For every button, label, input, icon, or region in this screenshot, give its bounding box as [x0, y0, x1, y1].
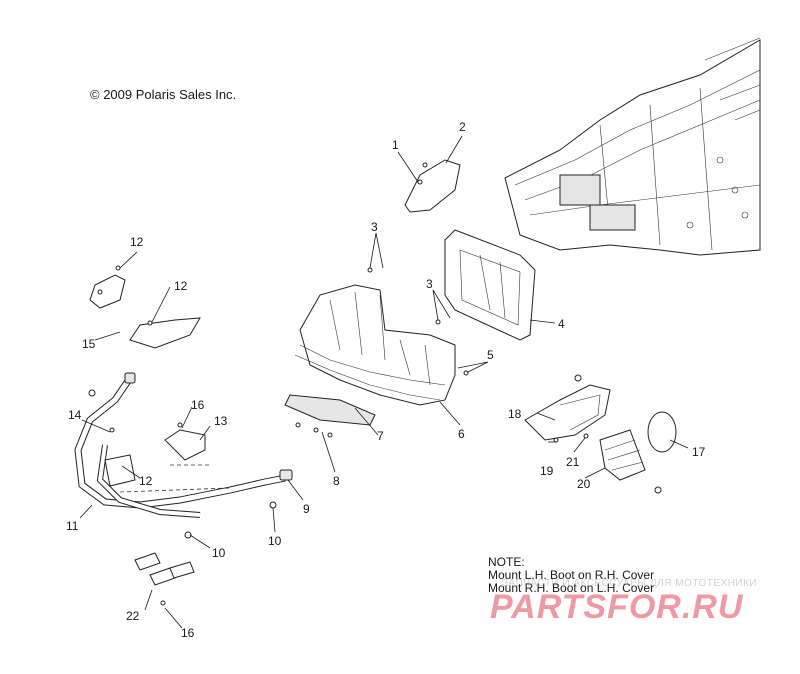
part-15-brackets — [89, 274, 201, 349]
part-13-bracket — [119, 429, 231, 493]
callout-12a: 12 — [130, 235, 144, 249]
assembly-note: NOTE: Mount L.H. Boot on R.H. Cover Moun… — [488, 556, 654, 595]
copyright-text: © 2009 Polaris Sales Inc. — [90, 87, 237, 102]
part-20-boot — [599, 429, 646, 481]
callout-22: 22 — [126, 609, 140, 623]
callout-18: 18 — [508, 407, 522, 421]
part-18-cover — [524, 384, 611, 441]
note-line-1: Mount L.H. Boot on R.H. Cover — [488, 568, 655, 582]
callout-12b: 12 — [174, 279, 188, 293]
callout-20: 20 — [577, 477, 591, 491]
part-6-nosepan — [294, 284, 456, 406]
callout-6: 6 — [458, 427, 465, 441]
callout-labels: 1 2 3 3 4 5 6 7 8 9 10 10 11 12 12 12 13… — [66, 120, 706, 640]
callout-8: 8 — [333, 474, 340, 488]
callout-15: 15 — [82, 337, 96, 351]
part-4-shield — [444, 229, 536, 341]
callout-13: 13 — [214, 414, 228, 428]
callout-3b: 3 — [426, 277, 433, 291]
part-7-screen — [284, 394, 376, 426]
callout-9: 9 — [303, 502, 310, 516]
fasteners — [88, 265, 662, 606]
part-22-pads — [134, 552, 195, 586]
callout-17: 17 — [692, 445, 706, 459]
callout-12c: 12 — [139, 474, 153, 488]
callout-21: 21 — [566, 455, 580, 469]
chassis-frame — [504, 37, 761, 256]
callout-14: 14 — [68, 408, 82, 422]
callout-5: 5 — [487, 348, 494, 362]
callout-4: 4 — [558, 317, 565, 331]
note-heading: NOTE: — [488, 555, 525, 569]
callout-3a: 3 — [371, 220, 378, 234]
callout-16b: 16 — [181, 626, 195, 640]
callout-7: 7 — [377, 429, 384, 443]
callout-10b: 10 — [268, 534, 282, 548]
note-line-2: Mount R.H. Boot on L.H. Cover — [488, 581, 655, 595]
callout-2: 2 — [459, 120, 466, 134]
part-2-bracket — [404, 159, 461, 213]
callout-1: 1 — [392, 138, 399, 152]
callout-16a: 16 — [191, 398, 205, 412]
callout-19: 19 — [540, 464, 554, 478]
part-17-ring — [647, 411, 677, 453]
callout-10a: 10 — [212, 546, 226, 560]
leader-lines — [79, 135, 689, 629]
callout-11: 11 — [66, 519, 79, 533]
part-11-bumper — [74, 372, 293, 518]
